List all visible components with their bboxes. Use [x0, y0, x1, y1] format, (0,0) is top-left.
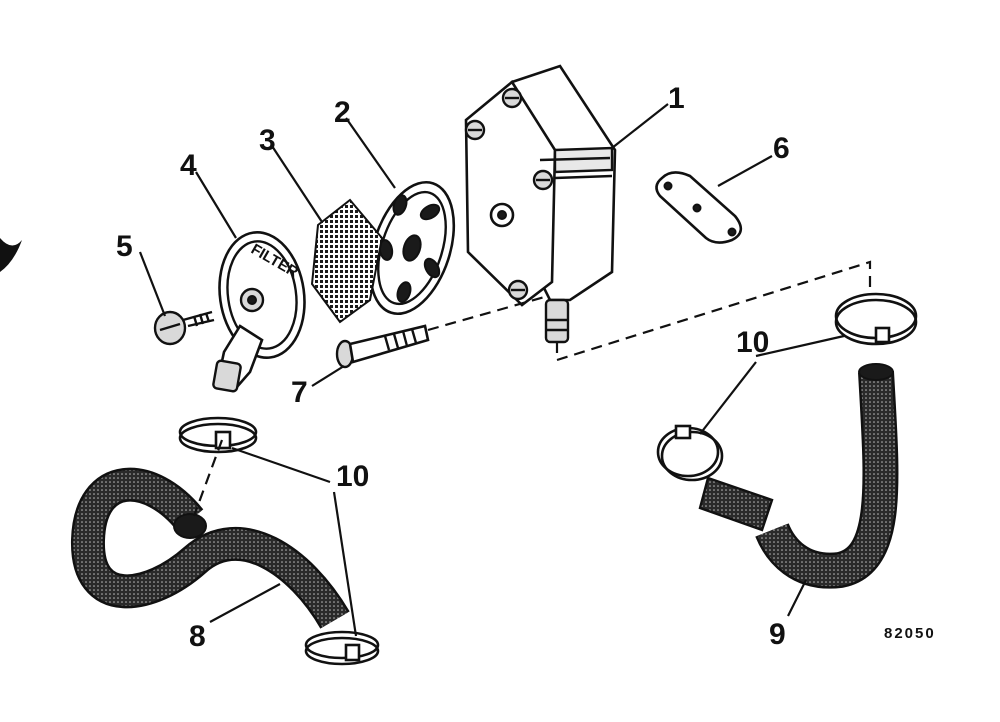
leader-7 — [311, 365, 345, 387]
leader-9 — [787, 579, 807, 617]
leader-8 — [209, 583, 281, 623]
callout-2: 2 — [334, 96, 351, 129]
part-9-hose — [698, 363, 899, 589]
callout-3: 3 — [259, 124, 276, 157]
callout-10-right: 10 — [736, 326, 769, 359]
clamp-10-upper-left — [178, 416, 258, 454]
part-2-filter-plate — [368, 180, 456, 316]
clamp-10-right-lower — [656, 424, 724, 482]
part-8-hose — [71, 467, 350, 629]
callout-8: 8 — [189, 620, 206, 653]
leader-1 — [611, 103, 669, 149]
figure-number: 82050 — [884, 625, 936, 642]
leader-10-left-a — [231, 446, 331, 484]
clamp-10-lower-left — [304, 630, 380, 666]
leader-4 — [195, 171, 237, 239]
clamp-10-right-upper — [834, 292, 918, 346]
callout-9: 9 — [769, 618, 786, 651]
part-4-filter-cover: FILTER — [212, 231, 306, 393]
leader-10-right-b — [699, 361, 757, 435]
routing-line-outlet — [555, 260, 872, 362]
leader-5 — [138, 251, 167, 317]
callout-5: 5 — [116, 230, 133, 263]
routing-line-bolt — [427, 294, 549, 332]
edge-fragment — [0, 238, 22, 272]
callout-6: 6 — [773, 132, 790, 165]
callout-7: 7 — [291, 376, 308, 409]
part-1-fuel-pump — [464, 64, 617, 344]
part-5-screw — [153, 310, 215, 346]
callout-10-left: 10 — [336, 460, 369, 493]
part-7-bolt — [335, 324, 430, 369]
part-3-filter-screen — [310, 198, 384, 324]
callout-1: 1 — [668, 82, 685, 115]
leader-2 — [345, 117, 396, 189]
leader-10-right-a — [755, 334, 845, 358]
part-6-gasket — [655, 171, 743, 244]
leader-10-left-b — [332, 491, 358, 637]
leader-6 — [717, 155, 773, 187]
routing-line-left-hose — [192, 439, 224, 517]
callout-4: 4 — [180, 149, 197, 182]
leader-3 — [271, 145, 323, 223]
